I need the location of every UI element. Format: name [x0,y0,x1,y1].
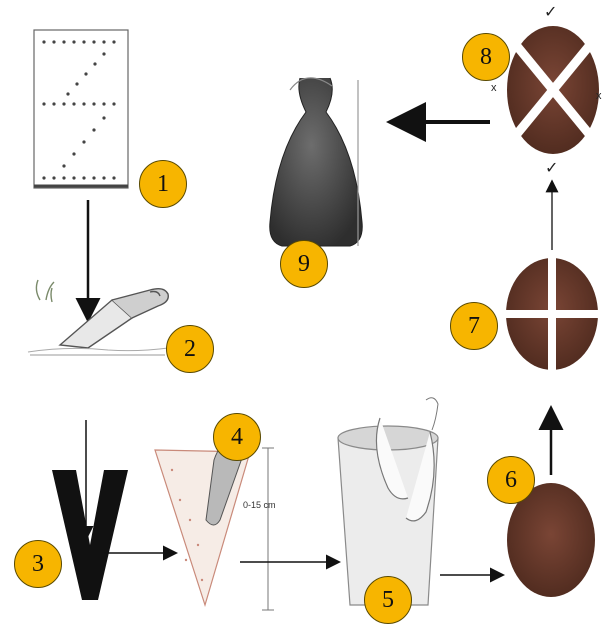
depth-label: 0-15 cm [243,500,276,510]
step-badge-3: 3 [14,540,62,588]
step-badge-8: 8 [462,33,510,81]
check-mark-top: ✓ [544,2,557,22]
step-badge-4: 4 [213,413,261,461]
step-badge-9: 9 [280,240,328,288]
step-badge-5: 5 [364,576,412,624]
trowel-illustration [28,280,168,355]
bucket-illustration [338,398,438,605]
sample-bag [270,78,363,246]
step-badge-7: 7 [450,302,498,350]
step-badge-2: 2 [166,325,214,373]
step-badge-1: 1 [139,160,187,208]
field-plot [34,30,128,188]
check-mark-middle: ✓ [545,158,558,178]
v-pit-shape [52,470,128,600]
cross-mark-right: x [596,90,602,102]
cross-mark-left: x [491,82,497,94]
quartered-pile [502,252,602,376]
step-badge-6: 6 [487,456,535,504]
diagonal-quartered-pile [507,26,599,154]
pit-slice-illustration [155,440,274,610]
